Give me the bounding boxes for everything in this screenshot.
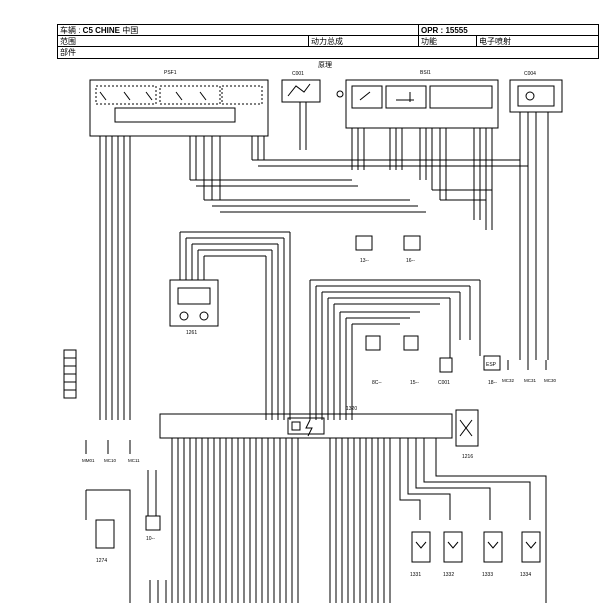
injector-1334-label: 1334 [520,572,531,578]
c1261-label: 1261 [186,330,197,336]
psf1-box [89,79,269,137]
c8-label: 8C-- [372,380,382,386]
scope-label: 范围 [60,37,76,46]
title-block: 车辆 : C5 CHINE 中国 OPR : 15555 范围 动力总成 功能 … [57,24,599,59]
function-value: 电子喷射 [476,36,600,46]
c1274-label: 1274 [96,558,107,564]
c1216-box [455,409,479,447]
title-row-vehicle: 车辆 : C5 CHINE 中国 OPR : 15555 [58,25,598,36]
c8-box [365,335,381,351]
mm01-label: MM01 [82,458,95,463]
c0001-box [439,357,453,373]
mc32-label: MC32 [502,378,515,383]
vehicle-label: 车辆 : [60,26,83,35]
injector-1333-label: 1333 [482,572,493,578]
c13-label: 13-- [360,258,369,264]
injector-1333-box [483,531,503,563]
bsi1-label: BSI1 [420,70,431,76]
vehicle-region: 中国 [122,26,139,35]
c16-box [403,235,421,251]
c001-top-label: C001 [292,71,304,77]
esp-label: ESP [486,362,497,368]
injector-1332-box [443,531,463,563]
opr-label: OPR : [421,26,446,35]
injector-1332-label: 1332 [443,572,454,578]
title-row-part: 部件 [58,47,598,58]
c1261-box [169,279,219,327]
c0001-label: C001 [438,380,450,386]
c18-label: 18-- [488,380,497,386]
title-row-scope: 范围 动力总成 功能 电子喷射 [58,36,598,47]
bsi1-box [345,79,499,129]
ecu-1320-box [159,413,453,439]
system-value: 动力总成 [308,36,418,46]
injector-1331-label: 1331 [410,572,421,578]
c10-label: 10-- [146,536,155,542]
mc11-label: MC11 [128,458,140,463]
opr-value: 15555 [445,26,468,35]
c004-label: C004 [524,71,536,77]
part-label: 部件 [60,48,76,57]
injector-1331-box [411,531,431,563]
c001-top-box [281,79,321,103]
injector-1334-box [521,531,541,563]
function-label: 功能 [418,36,476,46]
mc30-label: MC30 [544,378,557,383]
c15-box [403,335,419,351]
c1274-box [95,519,115,549]
mc10-label: MC10 [104,458,117,463]
c10-box [145,515,161,531]
diagram-title: 原理 [318,61,332,69]
ecu-1320-label: 1320 [346,406,357,412]
psf1-label: PSF1 [164,70,177,76]
c15-label: 15-- [410,380,419,386]
esp-box [483,355,501,371]
vehicle-value: C5 CHINE [82,26,121,35]
mc31-label: MC31 [524,378,537,383]
c1216-label: 1216 [462,454,473,460]
c13-box [355,235,373,251]
c16-label: 16-- [406,258,415,264]
